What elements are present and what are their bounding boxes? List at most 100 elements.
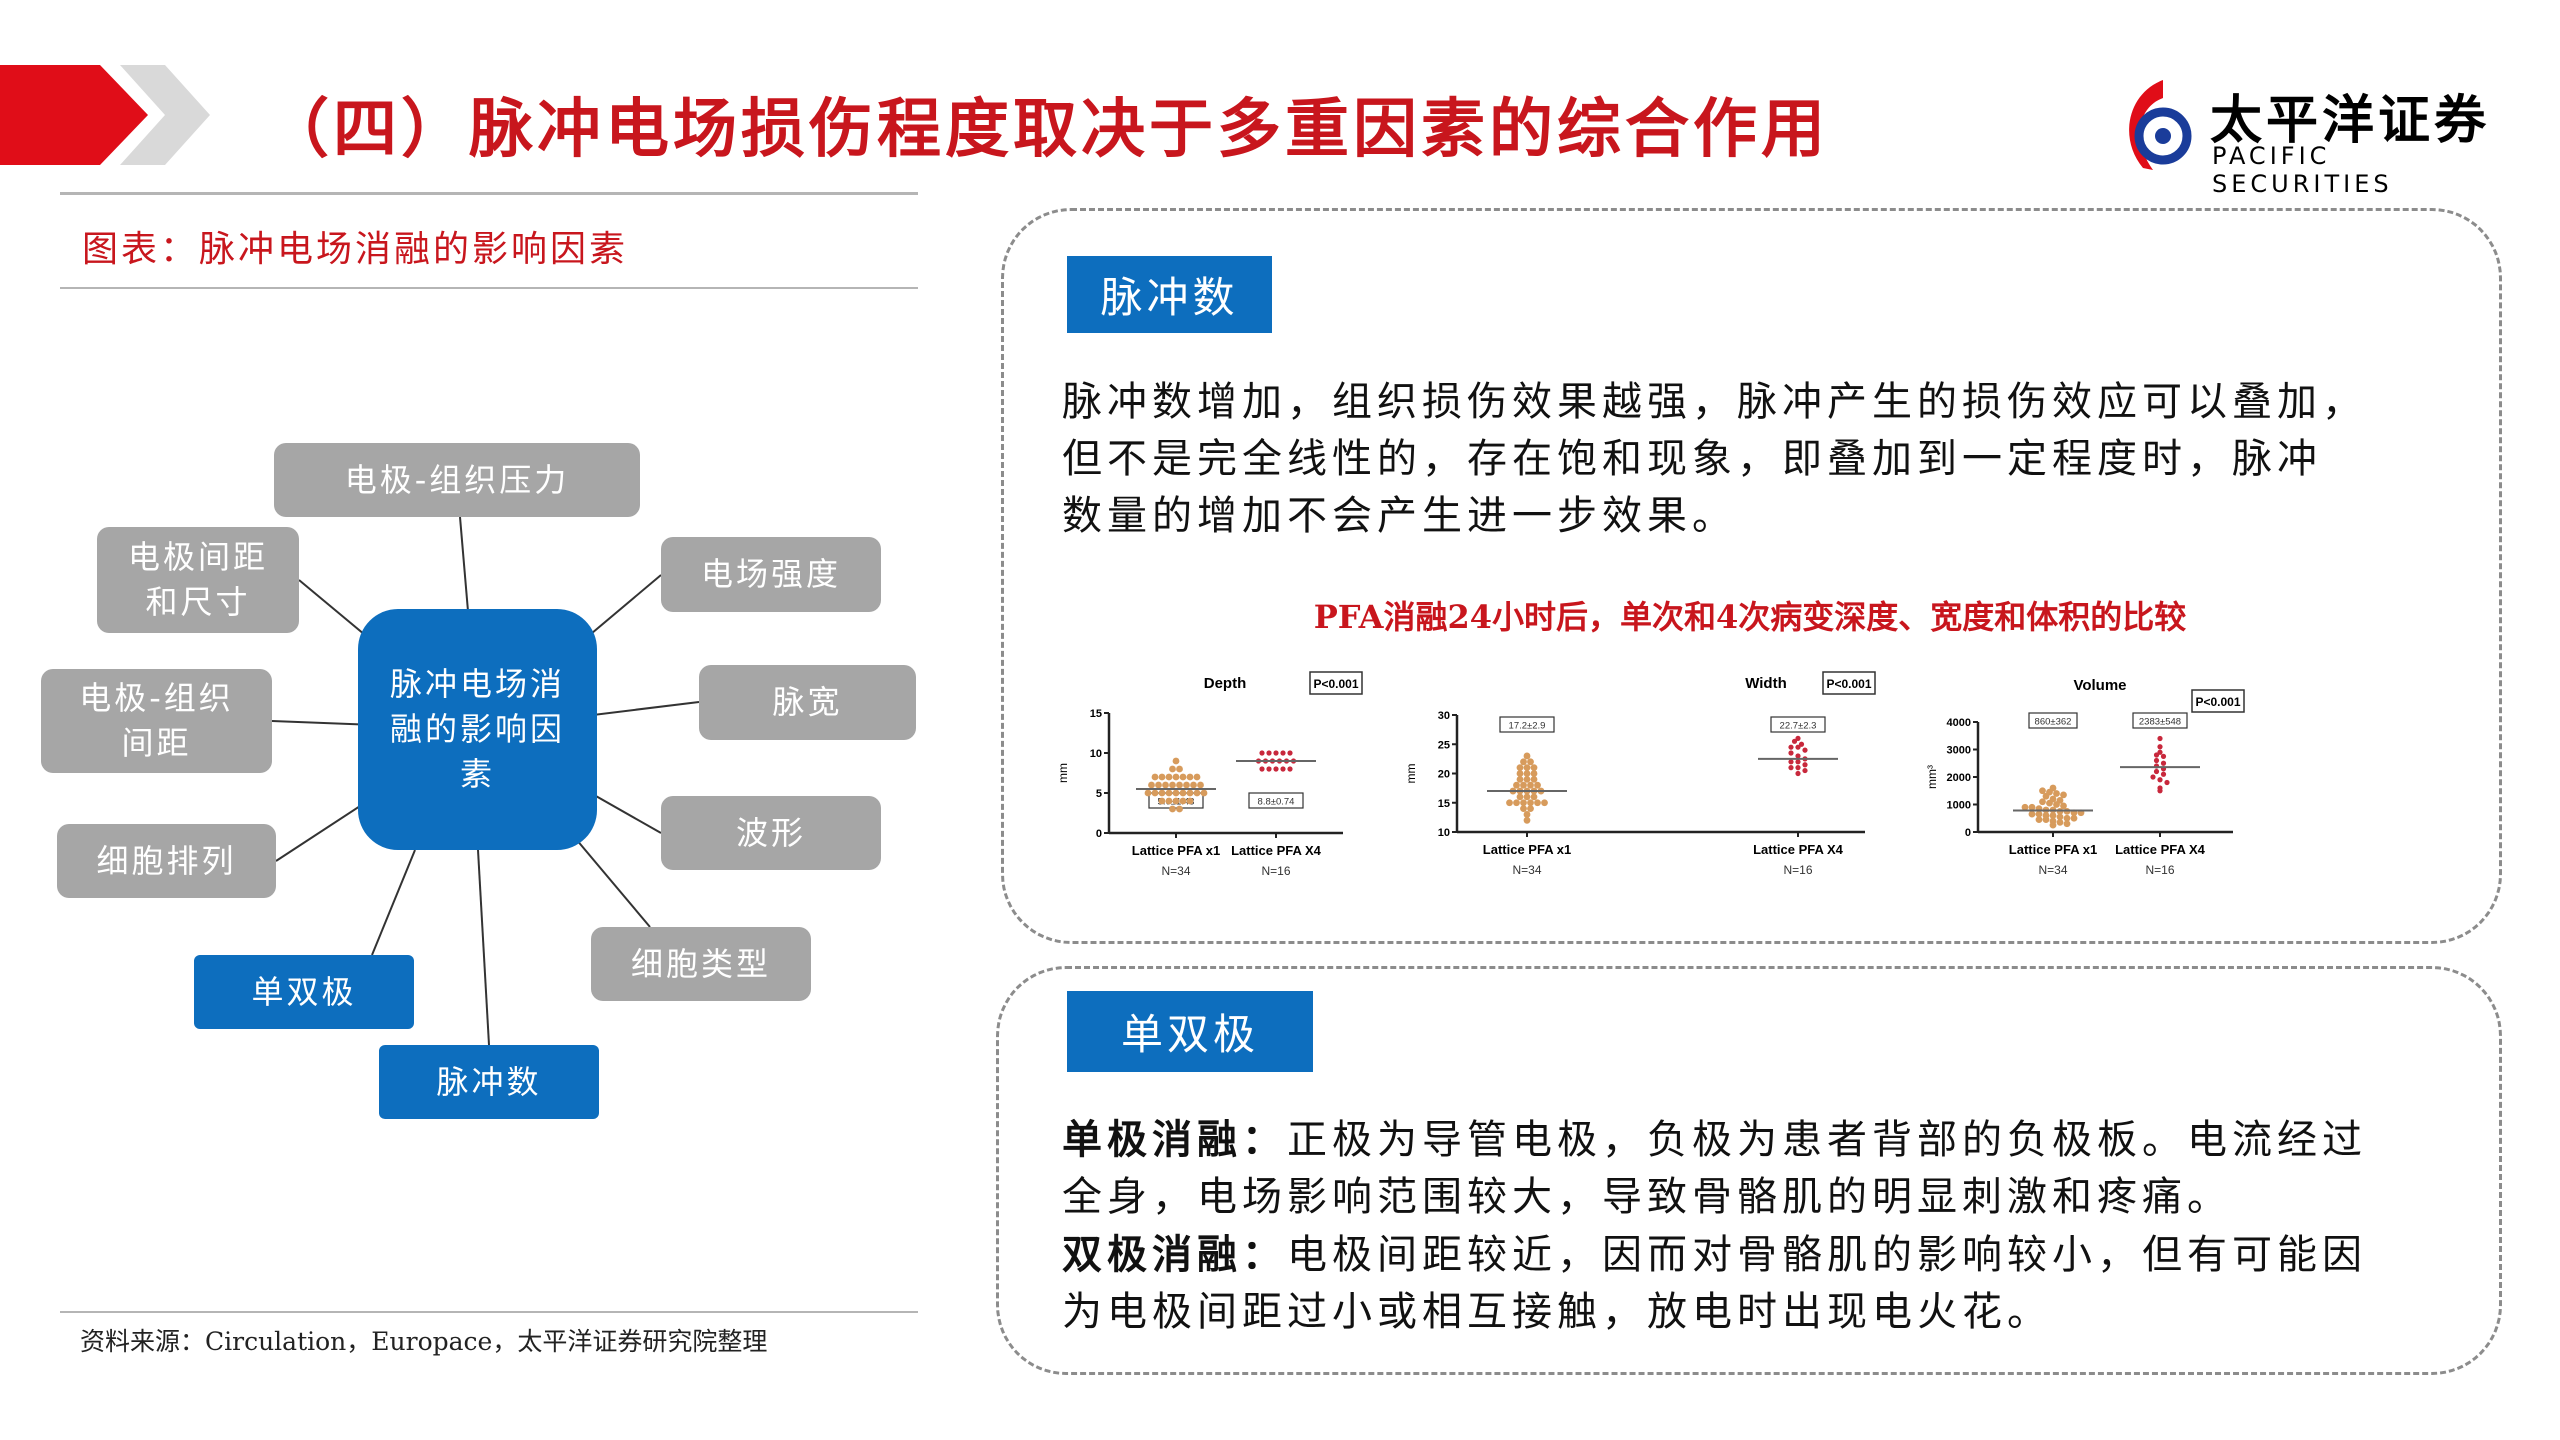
data-point (2060, 802, 2067, 810)
data-point (1176, 781, 1183, 789)
data-point (1165, 773, 1173, 781)
data-point (1795, 744, 1801, 750)
node-pulse-count: 脉冲数 (379, 1045, 599, 1119)
bipolar-label: 双极消融： (1062, 1231, 1287, 1278)
text-line: 正极为导管电极，负极为患者背部的负极板。电流经过 (1287, 1117, 2367, 1163)
data-point (1287, 766, 1293, 772)
p-value-box (1309, 671, 1363, 695)
data-point (1795, 759, 1801, 765)
data-point (1151, 773, 1159, 781)
data-point (1795, 770, 1801, 777)
source-note: 资料来源：Circulation，Europace，太平洋证券研究院整理 (80, 1327, 768, 1356)
p-value: P<0.001 (2195, 695, 2240, 709)
data-point (1183, 781, 1190, 789)
x-tick-label: Lattice PFA x1 (2009, 842, 2097, 857)
data-point (2028, 810, 2036, 818)
data-point (1179, 789, 1187, 797)
data-point (1155, 781, 1162, 789)
node-field-strength: 电场强度 (661, 537, 881, 612)
data-point (1165, 797, 1173, 805)
data-point (1179, 773, 1187, 781)
stat-label: 17.2±2.9 (1509, 721, 1546, 732)
data-point (1795, 753, 1801, 759)
data-point (1176, 805, 1183, 813)
text-line: 数量的增加不会产生进一步效果。 (1062, 493, 1737, 539)
data-point (1798, 741, 1805, 747)
polarity-text: 单极消融：正极为导管电极，负极为患者背部的负极板。电流经过 全身，电场影响范围较… (1062, 1111, 2367, 1341)
y-tick-label: 15 (1438, 798, 1450, 810)
data-point (1541, 799, 1548, 807)
y-tick-label: 0 (1965, 827, 1971, 839)
x-tick-label: Lattice PFA X4 (2115, 842, 2206, 857)
data-point (1158, 773, 1166, 781)
data-point (1172, 773, 1180, 781)
data-point (2039, 787, 2046, 795)
monopolar-label: 单极消融： (1062, 1116, 1287, 1163)
data-point (1530, 770, 1538, 777)
company-logo: 太平洋证券 PACIFIC SECURITIES (2118, 78, 2518, 198)
data-point (2056, 818, 2064, 826)
page-title: （四）脉冲电场损伤程度取决于多重因素的综合作用 (265, 93, 1829, 167)
data-point (1523, 816, 1531, 824)
sample-size: N=34 (1161, 864, 1190, 878)
y-axis-label: mm (1056, 763, 1070, 783)
data-point (1259, 766, 1265, 772)
p-value: P<0.001 (1313, 677, 1358, 691)
data-point (1523, 752, 1531, 760)
data-point (2035, 810, 2043, 818)
node-cell-arrangement: 细胞排列 (57, 824, 276, 898)
data-point (1523, 811, 1531, 818)
node-electrode-spacing-size: 电极间距和尺寸 (97, 527, 299, 633)
data-point (2063, 814, 2071, 822)
data-point (2157, 749, 2163, 755)
data-point (1802, 767, 1808, 774)
sample-size: N=34 (1512, 863, 1541, 877)
data-point (2063, 820, 2071, 828)
text-line: 为电极间距过小或相互接触，放电时出现电火花。 (1062, 1289, 2052, 1335)
logo-icon (2129, 80, 2192, 170)
stat-label: 2383±548 (2139, 717, 2181, 728)
chart-title-width: Width (1745, 675, 1787, 692)
data-point (1534, 799, 1541, 807)
data-point (1516, 764, 1524, 772)
logo-cn: 太平洋证券 (2210, 91, 2491, 151)
node-electrode-tissue-distance: 电极-组织间距 (41, 669, 272, 773)
data-point (1523, 775, 1531, 783)
data-point (2160, 760, 2167, 766)
data-point (2160, 753, 2167, 759)
data-point (1523, 793, 1531, 801)
node-electrode-pressure: 电极-组织压力 (274, 443, 640, 517)
data-point (2053, 801, 2060, 808)
data-point (1523, 770, 1531, 777)
data-point (1791, 738, 1798, 744)
data-point (1287, 750, 1293, 756)
data-point (2153, 757, 2160, 764)
data-point (1144, 789, 1152, 797)
node-waveform: 波形 (661, 796, 881, 870)
data-point (1169, 781, 1176, 789)
data-point (1280, 750, 1286, 756)
data-point (1273, 766, 1279, 772)
data-point (1186, 789, 1194, 797)
data-point (1523, 764, 1531, 772)
y-tick-label: 5 (1096, 788, 1102, 800)
data-point (2070, 814, 2078, 822)
p-value: P<0.001 (1826, 677, 1871, 691)
data-point (2150, 774, 2156, 780)
data-point (1506, 799, 1513, 807)
data-point (1273, 750, 1279, 756)
data-point (1200, 789, 1208, 797)
data-point (1172, 797, 1180, 805)
stat-box (1770, 716, 1826, 733)
data-point (1172, 789, 1180, 797)
data-point (1280, 766, 1286, 772)
data-point (1190, 781, 1197, 789)
data-point (2157, 744, 2163, 750)
sample-size: N=16 (2145, 863, 2174, 877)
pulse-count-panel (1001, 208, 2502, 944)
divider (60, 287, 918, 289)
x-tick-label: Lattice PFA X4 (1753, 842, 1844, 857)
data-point (1527, 781, 1534, 789)
chart-title: PFA消融24小时后，单次和4次病变深度、宽度和体积的比较 (1313, 598, 2187, 636)
chart-title-depth: Depth (1204, 675, 1247, 692)
